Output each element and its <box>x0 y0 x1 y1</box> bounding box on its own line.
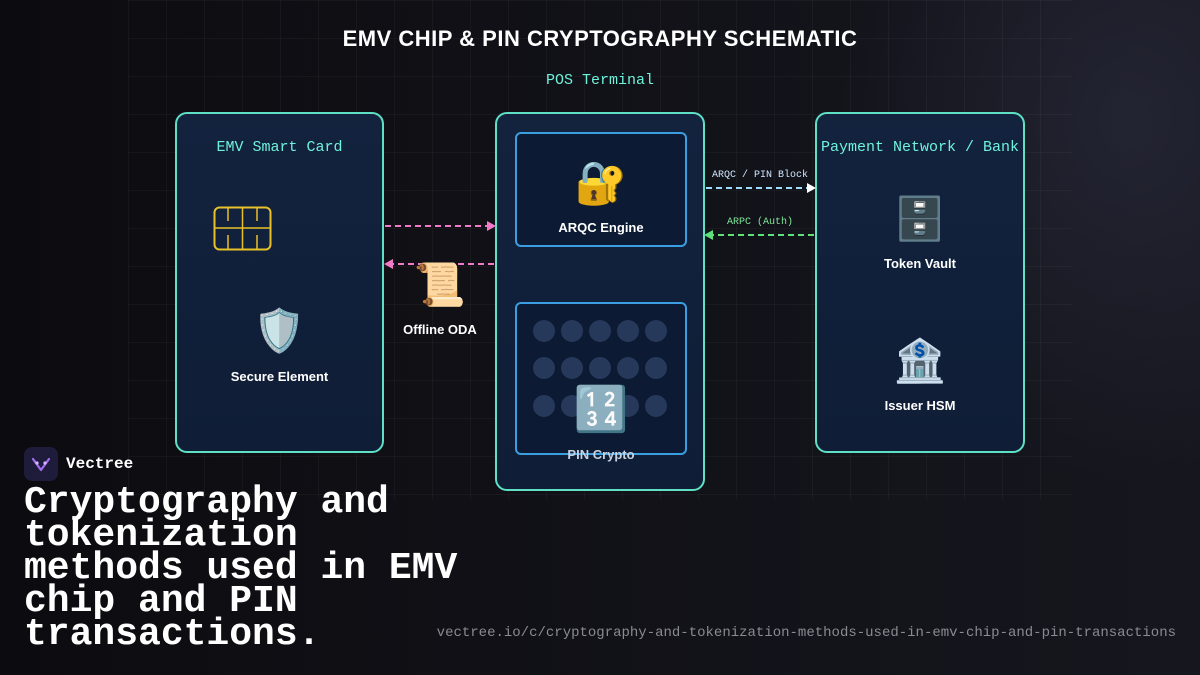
arpc-auth-label: ARPC (Auth) <box>726 217 793 228</box>
keypad-dot <box>533 357 555 379</box>
pin-crypto-label: PIN Crypto <box>567 447 635 462</box>
issuer-hsm-label: Issuer HSM <box>884 398 956 413</box>
secure-element-label: Secure Element <box>230 369 329 384</box>
shield-icon: 🛡️ <box>253 307 306 354</box>
arqc-pin-block-label: ARQC / PIN Block <box>711 170 808 181</box>
keypad-dot <box>645 357 667 379</box>
headline: Cryptography and tokenization methods us… <box>24 481 458 656</box>
emv-card-title: EMV Smart Card <box>216 139 343 156</box>
keypad-dot <box>561 395 583 417</box>
numbers-icon: 🔢 <box>573 385 629 434</box>
arqc-engine-label: ARQC Engine <box>558 220 644 235</box>
pos-terminal-label: POS Terminal <box>545 72 655 89</box>
keypad-dot <box>533 395 555 417</box>
keypad-dot <box>589 320 611 342</box>
page-url[interactable]: vectree.io/c/cryptography-and-tokenizati… <box>436 625 1176 641</box>
emv-card-panel: EMV Smart Card 🛡️ Secure Element <box>175 112 384 453</box>
bank-title: Payment Network / Bank <box>820 139 1020 156</box>
keypad-dot <box>645 320 667 342</box>
bank-panel: Payment Network / Bank 🗄️ Token Vault 🏦 … <box>815 112 1025 453</box>
pos-terminal-panel: 🔐 ARQC Engine 🔢 PIN Crypto <box>495 112 705 491</box>
bank-to-terminal-arrow <box>704 230 814 240</box>
keypad-dot <box>561 357 583 379</box>
brand-name: Vectree <box>66 455 134 473</box>
file-cabinet-icon: 🗄️ <box>893 195 947 242</box>
keypad-dot <box>617 395 639 417</box>
diagram-title: EMV CHIP & PIN CRYPTOGRAPHY SCHEMATIC <box>342 26 858 51</box>
keypad-dot <box>589 357 611 379</box>
keypad-dot <box>589 395 611 417</box>
terminal-to-card-arrow <box>384 259 494 269</box>
keypad-dot <box>561 320 583 342</box>
token-vault-label: Token Vault <box>884 256 956 271</box>
scroll-icon: 📜 <box>413 261 467 308</box>
keypad-dot <box>533 320 555 342</box>
chip-icon <box>213 206 272 251</box>
arqc-engine-box: 🔐 ARQC Engine <box>515 132 687 247</box>
keypad-dot <box>617 320 639 342</box>
keypad-dot <box>645 395 667 417</box>
brand: Vectree <box>24 447 133 481</box>
keypad-dot <box>617 357 639 379</box>
bank-icon: 🏦 <box>893 337 947 384</box>
offline-oda-label: Offline ODA <box>403 322 477 337</box>
lock-key-icon: 🔐 <box>574 159 628 206</box>
card-to-terminal-arrow <box>385 221 496 231</box>
pin-crypto-box: 🔢 PIN Crypto <box>515 302 687 462</box>
terminal-to-bank-arrow <box>706 183 816 193</box>
vectree-logo-icon <box>24 447 58 481</box>
